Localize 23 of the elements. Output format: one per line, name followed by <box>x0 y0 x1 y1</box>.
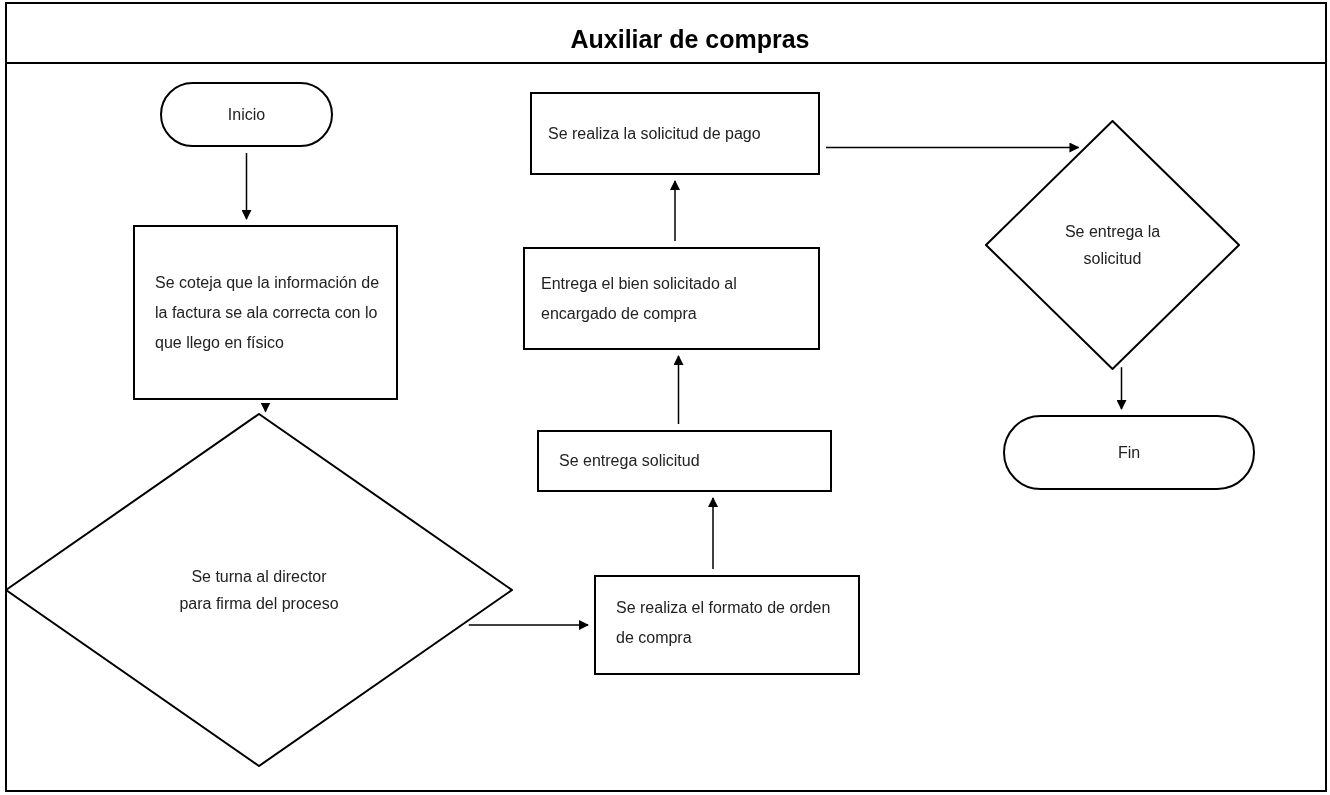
node-text: Se entrega la solicitud <box>1063 222 1162 269</box>
arrow <box>825 142 1080 153</box>
node-text: Se turna al director para firma del proceso <box>178 567 340 614</box>
arrow <box>670 180 680 242</box>
arrow <box>241 152 252 220</box>
process-box <box>537 430 832 492</box>
node-text: Inicio <box>227 104 266 125</box>
process-box <box>594 575 860 675</box>
arrow <box>1116 366 1127 410</box>
process-box <box>133 225 398 400</box>
arrow <box>468 620 589 630</box>
process-box <box>530 92 820 175</box>
node-text: Fin <box>1117 442 1141 463</box>
arrow <box>260 402 271 413</box>
node-text: Se entrega solicitud <box>559 451 700 471</box>
node-text: Se coteja que la información de la factura se ala correcta con lo que llego en físico <box>155 272 381 353</box>
arrow <box>673 355 684 425</box>
arrow <box>708 497 718 570</box>
process-box <box>523 247 820 350</box>
diagram-title: Auxiliar de compras <box>569 24 811 55</box>
node-text: Se realiza la solicitud de pago <box>548 123 761 144</box>
node-text: Entrega el bien solicitado al encargado de compra <box>541 274 738 324</box>
node-text: Se realiza el formato de orden de compra <box>616 598 832 648</box>
